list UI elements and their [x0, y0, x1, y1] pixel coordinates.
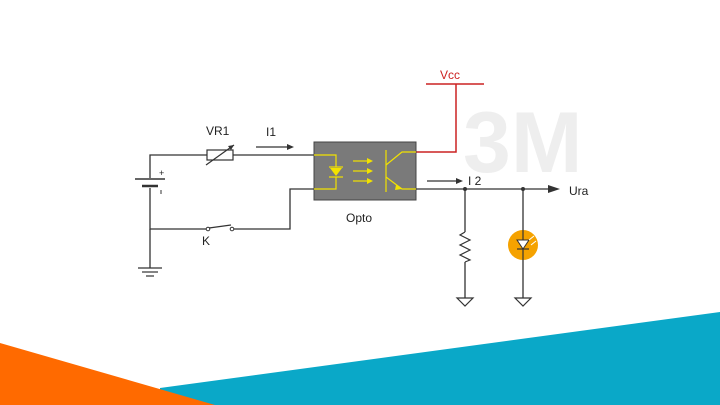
input-loop-wires [149, 154, 314, 268]
ground-icon-resistor [455, 297, 475, 307]
switch-k-label: K [202, 234, 210, 248]
junction-dot-2 [521, 187, 525, 191]
vcc-supply [416, 83, 484, 153]
battery-icon [135, 178, 165, 188]
i1-arrow-icon [256, 144, 294, 150]
ground-icon-led [513, 297, 533, 307]
vr1-label: VR1 [206, 124, 230, 138]
resistor-icon [458, 231, 472, 263]
switch-icon [205, 224, 235, 232]
blue-accent-band [160, 312, 720, 405]
i2-arrow-icon [427, 178, 463, 184]
junction-dot-1 [463, 187, 467, 191]
vcc-label: Vcc [440, 68, 460, 82]
ura-arrow-icon [548, 185, 560, 193]
battery-plus-label: + [159, 168, 164, 178]
ground-icon-left [138, 267, 162, 277]
watermark-text: 3M [463, 95, 582, 191]
ura-label: Ura [569, 184, 589, 198]
orange-accent-band [0, 343, 215, 405]
led-icon [508, 230, 538, 260]
optocoupler-icon [313, 141, 417, 201]
i2-label: I 2 [468, 174, 482, 188]
opto-label: Opto [346, 211, 372, 225]
i1-label: I1 [266, 125, 276, 139]
variable-resistor-icon [205, 144, 235, 166]
